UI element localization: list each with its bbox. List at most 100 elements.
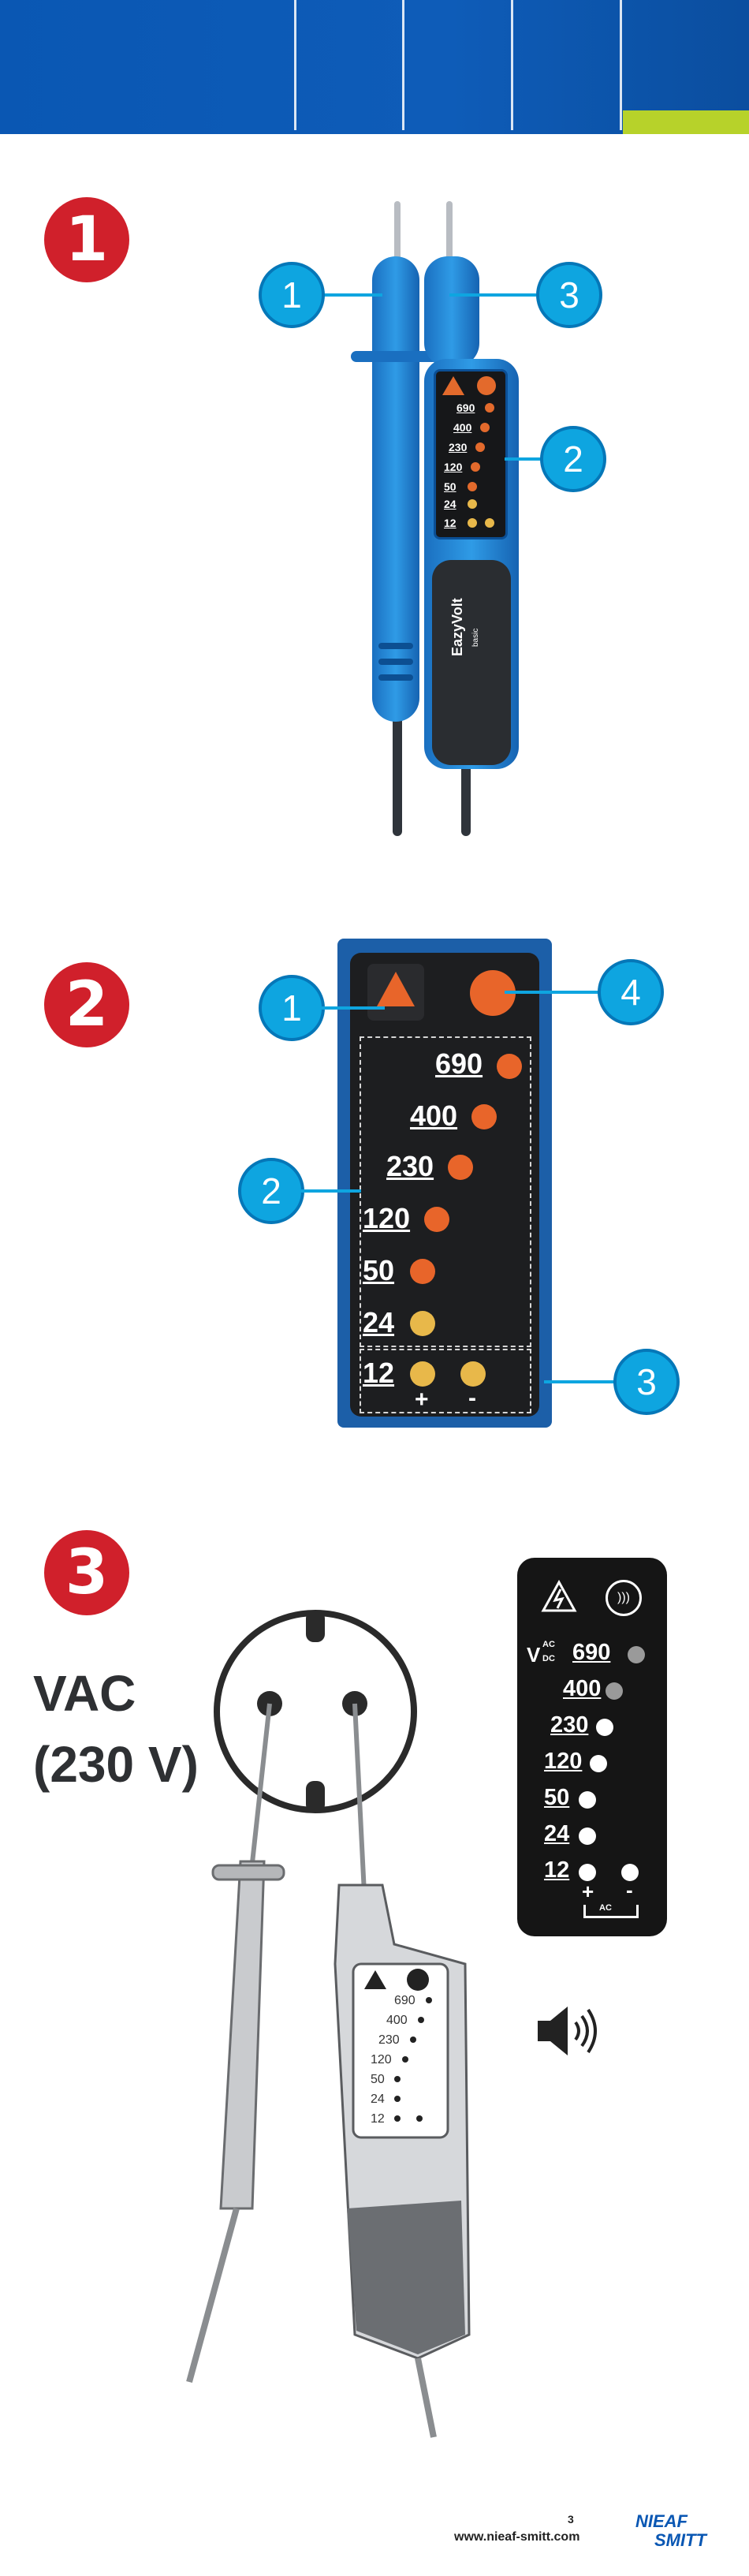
section-3-title-line2: (230 V) xyxy=(33,1736,199,1793)
led xyxy=(590,1755,607,1772)
scale-label: 690 xyxy=(456,401,475,414)
ill-led xyxy=(410,2037,416,2043)
range-indicator-box xyxy=(360,1036,531,1347)
unit-dc: DC xyxy=(542,1654,555,1663)
scale-label: 400 xyxy=(453,421,472,434)
led xyxy=(448,1155,473,1180)
callout-line xyxy=(505,457,544,461)
unit-ac: AC xyxy=(542,1640,555,1649)
socket-measurement-illustration xyxy=(186,1610,471,2438)
callout-line xyxy=(505,991,599,994)
probe-left-guard xyxy=(211,1864,285,1881)
display-indication-panel: ))) V AC DC 690 400 230 120 50 24 12 + -… xyxy=(517,1558,667,1936)
callout-line xyxy=(544,1380,615,1383)
buzzer-icon xyxy=(477,376,496,395)
section-3-title-line1: VAC xyxy=(33,1665,136,1722)
model-label: basic xyxy=(471,628,480,647)
scale-label: 690 xyxy=(435,1047,483,1080)
nieaf-smitt-logo: NIEAF SMITT xyxy=(631,2507,725,2554)
callout-line xyxy=(319,293,382,297)
led xyxy=(579,1827,596,1845)
section-3-badge: 3 xyxy=(44,1530,129,1615)
led xyxy=(468,518,477,528)
scale-label: 12 xyxy=(444,517,456,529)
warning-triangle-icon xyxy=(541,1580,577,1612)
ill-scale-label: 50 xyxy=(371,2073,385,2086)
ill-scale-label: 24 xyxy=(371,2093,385,2106)
logo-text-line2: SMITT xyxy=(654,2530,706,2550)
header-divider xyxy=(511,0,513,130)
led xyxy=(468,482,477,491)
scale-label: 24 xyxy=(444,498,456,510)
scale-label: 50 xyxy=(544,1785,570,1810)
minus-sign: - xyxy=(468,1385,476,1411)
socket-earth-clip xyxy=(306,1781,325,1813)
warning-triangle-icon xyxy=(377,972,415,1006)
scale-label: 690 xyxy=(572,1640,611,1665)
warning-light xyxy=(367,964,424,1021)
socket-outline xyxy=(214,1610,417,1813)
led xyxy=(424,1207,449,1232)
led xyxy=(485,518,494,528)
grip-ring xyxy=(378,674,413,681)
scale-label: 120 xyxy=(444,461,463,473)
led-lit xyxy=(628,1646,645,1663)
ill-led xyxy=(426,1997,432,2003)
probe-left-handle xyxy=(372,256,419,722)
grip-ring xyxy=(378,643,413,649)
scale-label: 230 xyxy=(386,1150,434,1182)
callout-2: 2 xyxy=(238,1158,304,1224)
probe-left-tip xyxy=(248,1703,272,1878)
probe-left-guard xyxy=(351,351,442,362)
tester-grip xyxy=(347,2201,465,2354)
led xyxy=(410,1311,435,1336)
led xyxy=(471,1104,497,1129)
probe-right-tip xyxy=(352,1703,367,1894)
brand-label: EazyVolt xyxy=(449,598,465,656)
display-panel: 690 400 230 120 50 24 12 + - xyxy=(350,953,539,1417)
display-closeup: 690 400 230 120 50 24 12 + - xyxy=(337,939,552,1428)
led-minus xyxy=(460,1361,486,1387)
ac-bracket xyxy=(583,1905,639,1918)
ill-scale-label: 690 xyxy=(394,1994,415,2007)
unit-v: V xyxy=(527,1643,541,1667)
led xyxy=(468,499,477,509)
buzzer-icon xyxy=(407,1969,429,1991)
led-lit xyxy=(606,1682,623,1700)
ill-led xyxy=(394,2115,401,2122)
buzzer-icon: ))) xyxy=(606,1580,642,1616)
callout-line xyxy=(449,293,536,297)
probe-left-body xyxy=(219,1860,266,2210)
section-1-badge: 1 xyxy=(44,197,129,282)
tester-grip xyxy=(432,560,511,765)
tester-display: 690 400 230 120 50 24 12 xyxy=(434,369,508,539)
ill-scale-label: 120 xyxy=(371,2053,392,2066)
scale-label: 24 xyxy=(363,1306,395,1338)
tester-cable xyxy=(415,2358,437,2438)
led xyxy=(596,1719,613,1736)
scale-label: 12 xyxy=(544,1857,570,1883)
speaker-icon xyxy=(538,2007,597,2055)
scale-label: 24 xyxy=(544,1821,570,1846)
grip-ring xyxy=(378,659,413,665)
led-plus xyxy=(410,1361,435,1387)
ill-led xyxy=(394,2096,401,2102)
led xyxy=(579,1864,596,1881)
led xyxy=(579,1791,596,1809)
probe-tip-left xyxy=(394,201,401,260)
callout-1: 1 xyxy=(259,262,325,328)
callout-3: 3 xyxy=(613,1349,680,1415)
callout-4: 4 xyxy=(598,959,664,1025)
header-divider xyxy=(620,0,622,130)
warning-triangle-icon xyxy=(364,1970,386,1989)
scale-label: 230 xyxy=(550,1712,589,1738)
header-accent-bar xyxy=(623,110,749,134)
led xyxy=(480,423,490,432)
callout-3: 3 xyxy=(536,262,602,328)
tester-display-window xyxy=(352,1962,449,2139)
scale-label: 120 xyxy=(544,1749,583,1774)
logo-text-line1: NIEAF xyxy=(635,2511,688,2531)
ill-led xyxy=(402,2056,408,2063)
callout-line xyxy=(322,1006,385,1010)
scale-label: 230 xyxy=(449,441,468,454)
